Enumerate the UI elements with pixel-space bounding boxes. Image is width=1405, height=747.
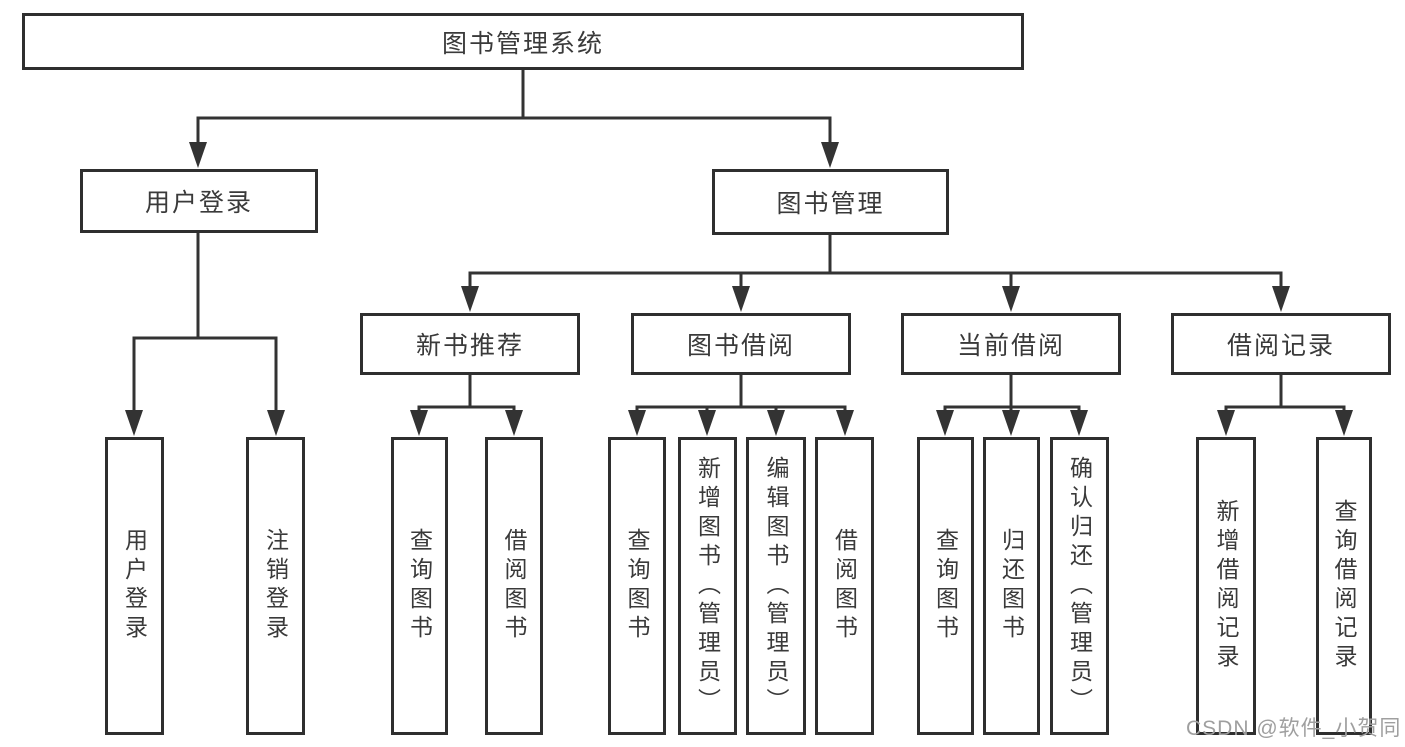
leaf-current-query-book: 查询图书 [917, 437, 974, 735]
node-new-book-recommend: 新书推荐 [360, 313, 580, 375]
node-user-login: 用户登录 [80, 169, 318, 233]
node-root: 图书管理系统 [22, 13, 1024, 70]
leaf-logout: 注销登录 [246, 437, 305, 735]
watermark: CSDN @软件_小贺同学 [1186, 717, 1402, 740]
leaf-current-confirm-return: 确认归还（管理员） [1050, 437, 1109, 735]
leaf-borrow-edit-book: 编辑图书（管理员） [746, 437, 806, 735]
node-borrow-record: 借阅记录 [1171, 313, 1391, 375]
leaf-record-add-record: 新增借阅记录 [1196, 437, 1256, 735]
node-book-management: 图书管理 [712, 169, 949, 235]
leaf-borrow-query-book: 查询图书 [608, 437, 666, 735]
leaf-borrow-borrow-book: 借阅图书 [815, 437, 874, 735]
leaf-user-login: 用户登录 [105, 437, 164, 735]
leaf-recommend-borrow-book: 借阅图书 [485, 437, 543, 735]
leaf-borrow-add-book: 新增图书（管理员） [678, 437, 737, 735]
leaf-record-query-record: 查询借阅记录 [1316, 437, 1372, 735]
node-current-borrow: 当前借阅 [901, 313, 1121, 375]
leaf-recommend-query-book: 查询图书 [391, 437, 448, 735]
node-book-borrow: 图书借阅 [631, 313, 851, 375]
leaf-current-return-book: 归还图书 [983, 437, 1040, 735]
